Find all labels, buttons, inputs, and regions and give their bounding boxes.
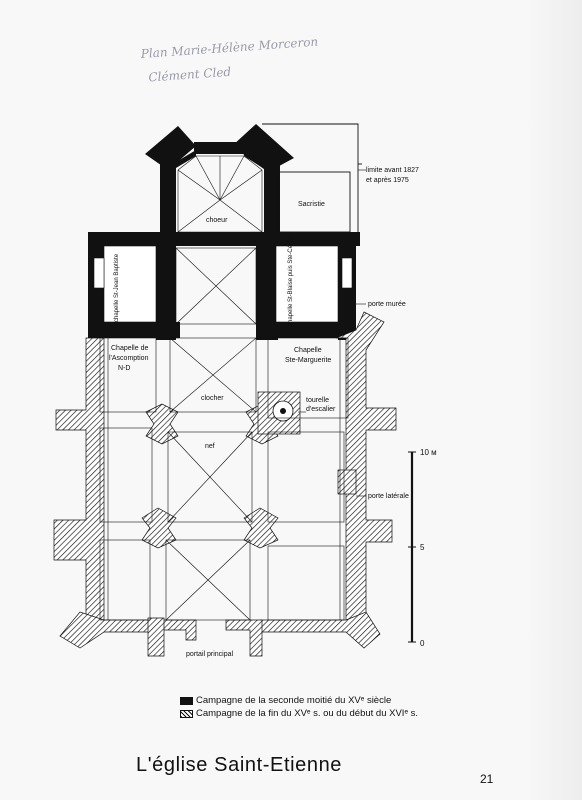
page-number: 21 (480, 772, 494, 786)
label-porte-laterale: porte latérale (368, 493, 409, 500)
legend-row-solid: Campagne de la seconde moitié du XVᵉ siè… (180, 694, 418, 707)
legend-solid-swatch (180, 696, 193, 705)
label-assomption-1: Chapelle de (111, 345, 148, 352)
label-chapelle-left: chapelle St-Jean Baptiste (114, 253, 120, 322)
label-porte-muree: porte murée (368, 301, 406, 308)
scale-bar (408, 451, 416, 643)
label-chapelle-right: chapelle St-Blaise puis Ste-Cécile (288, 235, 294, 326)
page-title: L'église Saint-Etienne (136, 754, 343, 776)
scale-label-top: 10 м (420, 448, 437, 457)
label-choeur: choeur (206, 217, 228, 224)
label-marguerite-2: Ste-Marguerite (285, 357, 331, 364)
choir-vault (177, 155, 263, 233)
legend-hatched-label: Campagne de la fin du XVᵉ s. ou du début… (196, 708, 419, 719)
label-tourelle-1: tourelle (306, 397, 329, 404)
callout-lines (298, 169, 366, 497)
nave-hatched-walls (53, 311, 397, 657)
nave-interior (99, 337, 349, 621)
label-clocher: clocher (201, 395, 224, 402)
legend-row-hatched: Campagne de la fin du XVᵉ s. ou du début… (180, 707, 418, 720)
label-limite-1: limite avant 1827 (366, 167, 419, 174)
legend-hatched-swatch (180, 709, 193, 718)
scale-label-mid: 5 (420, 543, 425, 552)
scale-label-bottom: 0 (420, 639, 425, 648)
stair-turret (272, 400, 294, 422)
label-portail: portail principal (186, 651, 234, 658)
label-nef: nef (205, 443, 215, 450)
label-assomption-3: N-D (118, 365, 130, 372)
label-sacristie: Sacristie (298, 201, 325, 208)
label-tourelle-2: d'escalier (306, 406, 336, 413)
apse-walls (145, 124, 294, 236)
label-limite-2: et après 1975 (366, 177, 409, 184)
legend-solid-label: Campagne de la seconde moitié du XVᵉ siè… (196, 695, 392, 706)
chapels-interior (93, 245, 353, 325)
label-assomption-2: l'Ascomption (109, 355, 149, 362)
legend: Campagne de la seconde moitié du XVᵉ siè… (180, 694, 418, 720)
label-marguerite-1: Chapelle (294, 347, 322, 354)
